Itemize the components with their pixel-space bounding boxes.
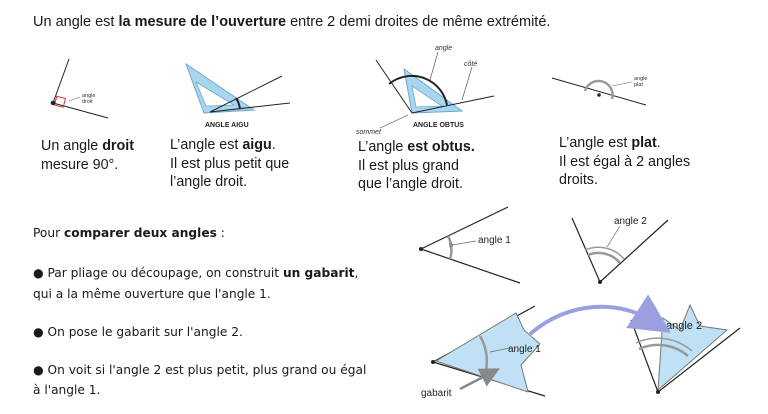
caption-obtuse-angle: L’angle est obtus. Il est plus grand que… xyxy=(358,139,475,192)
caption-right-angle: Un angle droit mesure 90°. xyxy=(41,138,134,173)
caption-acute-angle: L’angle est aigu. Il est plus petit que … xyxy=(170,137,290,190)
right-angle-figure xyxy=(50,58,109,119)
obtuse-angle-figure xyxy=(375,51,495,129)
compare-bullet-2: ● On pose le gabarit sur l'angle 2. xyxy=(33,325,243,339)
move-template-arrow xyxy=(528,294,671,336)
flat-angle-figure xyxy=(551,77,647,106)
angle-2-label: angle 2 xyxy=(614,216,647,227)
caption-flat-angle: L’angle est plat. Il est égal à 2 angles… xyxy=(559,135,691,188)
flat-angle-label-1: angle xyxy=(634,76,647,82)
template-angle-1-label: angle 1 xyxy=(508,344,541,355)
template-label: gabarit xyxy=(421,388,452,399)
compare-bullet-3: ● On voit si l'angle 2 est plus petit, p… xyxy=(33,363,367,377)
acute-angle-banner: ANGLE AIGU xyxy=(205,122,249,129)
angle-1-figure xyxy=(419,206,521,284)
obtuse-label-vertex: sommet xyxy=(356,129,382,136)
template-angle-2-label: angle 2 xyxy=(666,320,702,332)
template-figure xyxy=(431,305,546,397)
compare-bullet-1: ● Par pliage ou découpage, on construit … xyxy=(33,266,359,280)
compare-title: Pour comparer deux angles : xyxy=(33,226,225,240)
intro-sentence: Un angle est la mesure de l’ouverture en… xyxy=(33,14,551,30)
acute-angle-figure xyxy=(184,62,291,129)
flat-angle-label-2: plat xyxy=(634,82,643,88)
compare-bullet-3-line-2: à l'angle 1. xyxy=(33,383,101,397)
right-angle-label-2: droit xyxy=(82,99,93,105)
template-on-angle-2-figure xyxy=(630,303,741,394)
obtuse-angle-banner: ANGLE OBTUS xyxy=(413,122,464,129)
obtuse-label-side: côté xyxy=(464,61,477,68)
obtuse-label-angle: angle xyxy=(435,45,452,52)
compare-bullet-1-line-2: qui a la même ouverture que l'angle 1. xyxy=(33,287,271,301)
angle-1-label: angle 1 xyxy=(478,235,511,246)
angle-2-figure xyxy=(571,217,669,284)
right-angle-label-1: angle xyxy=(82,93,95,99)
